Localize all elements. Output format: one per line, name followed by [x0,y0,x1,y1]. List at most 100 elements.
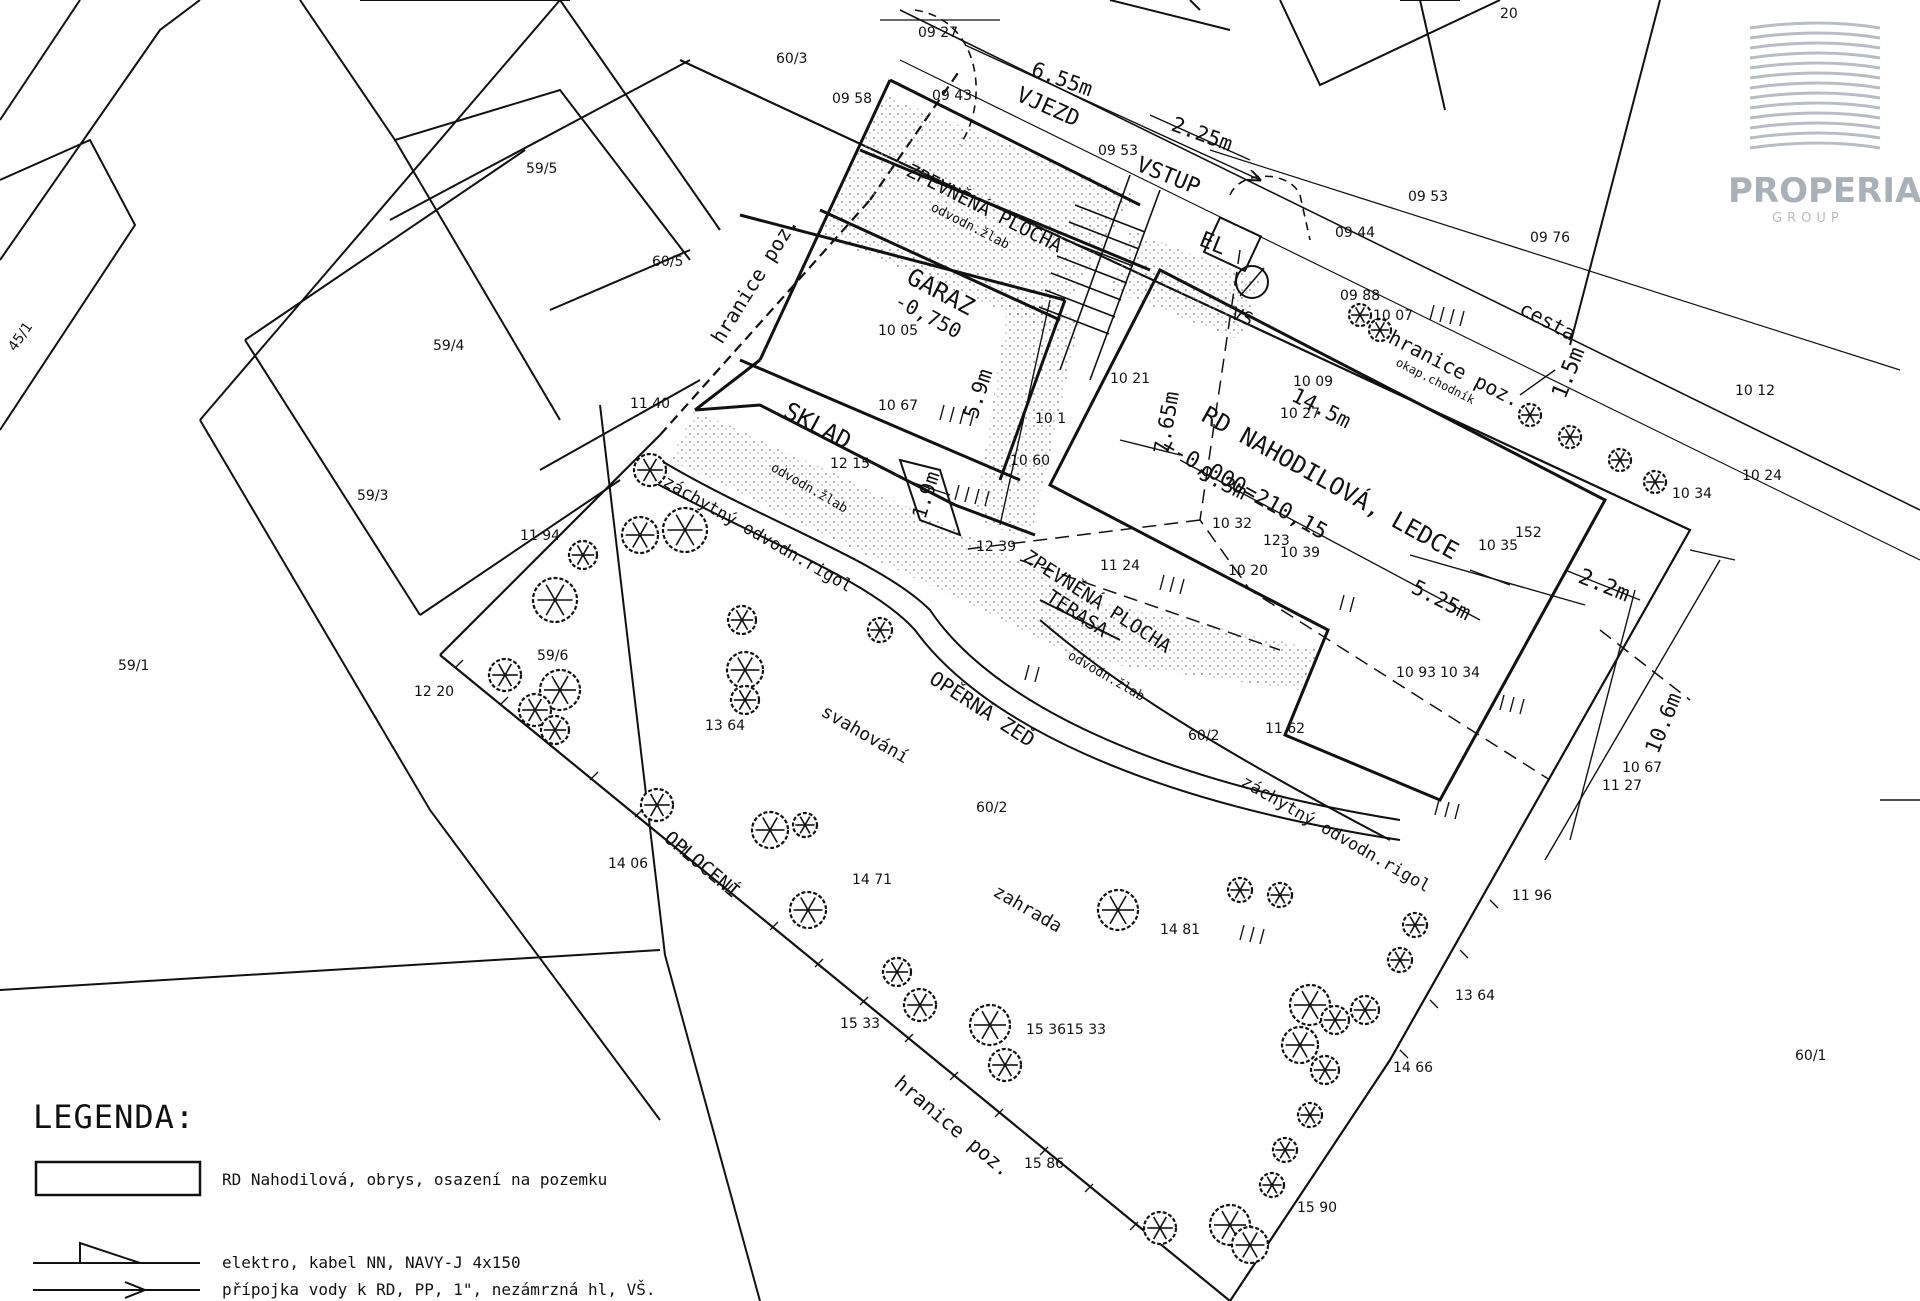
parcel-60-5: 60/5 [652,254,683,270]
tree-icon [517,692,553,728]
parcel-59-6: 59/6 [537,648,569,664]
survey-point-label: 09 53 [1408,189,1448,205]
label-zahrada: zahrada [990,881,1066,937]
survey-point-label: 15 36 [1026,1022,1066,1038]
tree-icon [750,810,790,850]
label-vstup: VSTUP [1133,152,1204,200]
survey-point-label: 11 27 [1602,778,1642,794]
tree-icon [1401,911,1429,939]
survey-point-label: 15 33 [1066,1022,1106,1038]
tree-icon [902,987,938,1023]
tree-icon [788,890,828,930]
survey-point-label: 15 33 [840,1016,880,1032]
tree-icon [1226,876,1254,904]
survey-point-label: 12 20 [414,684,454,700]
electric-box [1202,216,1269,299]
fence-marks [454,659,1499,1231]
parcel-59-3: 59/3 [357,488,388,504]
survey-point-label: 10 60 [1010,453,1050,469]
tree-icon [620,515,660,555]
stairs [1038,174,1161,381]
trees [487,302,1668,1265]
label-zachytny-2: záchytný odvodn.rigol [1238,772,1434,897]
parcel-59-1: 59/1 [118,658,149,674]
tree-icon [1642,469,1668,495]
parcel-lines [0,0,1661,1301]
survey-point-label: 10 12 [1735,383,1775,399]
paved-areas [670,95,1320,690]
survey-point-label: 10 39 [1280,545,1320,561]
survey-point-label: 09 53 [1098,143,1138,159]
survey-point-label: 14 71 [852,872,892,888]
survey-point-label: 09 44 [1335,225,1375,241]
properia-logo: PROPERIA GROUP [1728,21,1920,226]
entrance-arcs [914,9,1311,241]
survey-point-label: 10 32 [1212,516,1252,532]
legend-house-swatch [34,1160,202,1197]
tree-icon [1319,1004,1351,1036]
parcel-60-2-b: 60/2 [976,800,1007,816]
parcel-20: 20 [1500,6,1518,22]
survey-point-label: 10 35 [1478,538,1518,554]
tree-icon [487,657,523,693]
parcel-123: 123 [1263,533,1290,549]
house-outline [694,78,1608,802]
legend-item-water: přípojka vody k RD, PP, 1", nezámrzná hl… [222,1280,655,1299]
tree-icon [1230,1225,1270,1265]
survey-point-label: 12 15 [830,456,870,472]
survey-point-label: 10 07 [1373,308,1413,324]
dim-525: 5.25m [1408,575,1475,625]
tree-icon [866,616,894,644]
survey-point-label: 10 34 [1672,486,1712,502]
survey-point-label: 09 88 [1340,288,1380,304]
survey-point-label: 14 81 [1160,922,1200,938]
tree-icon [1607,447,1633,473]
tree-icon [987,1047,1023,1083]
parcel-numbers: 60/3 20 59/5 60/5 45/1 59/4 59/3 59/1 59… [5,6,1826,1064]
tree-icon [661,506,709,554]
parcel-60-3: 60/3 [776,51,807,67]
tree-icon [632,452,668,488]
tree-icon [1142,1210,1178,1246]
label-hranice-3: hranice poz. [890,1070,1016,1181]
tree-icon [881,956,913,988]
survey-point-label: 11 94 [520,528,560,544]
survey-point-label: 10 27 [1280,406,1320,422]
legend-electro-symbol [33,1241,200,1264]
survey-point-label: 10 93 [1396,665,1436,681]
tree-icon [531,576,579,624]
label-svahovani: svahování [818,701,913,768]
dimension-lines [904,44,1920,861]
label-cesta: cesta [1516,296,1580,345]
retaining-wall [649,459,1401,841]
survey-point-label: 10 24 [1742,468,1782,484]
tree-icon [1349,994,1381,1026]
parcel-59-4: 59/4 [433,338,465,354]
survey-point-label: 11 96 [1512,888,1552,904]
survey-point-label: 11 62 [1265,721,1305,737]
survey-point-label: 15 90 [1297,1200,1337,1216]
parcel-59-5: 59/5 [526,161,557,177]
survey-point-label: 14 66 [1393,1060,1433,1076]
parcel-45-1: 45/1 [5,319,36,354]
legend-item-electro: elektro, kabel NN, NAVY-J 4x150 [222,1253,521,1272]
logo-stripes-icon [1749,21,1881,150]
survey-point-label: 10 1 [1035,411,1066,427]
survey-point-label: 10 67 [1622,760,1662,776]
logo-group: GROUP [1772,211,1844,226]
survey-point-label: 10 34 [1440,665,1480,681]
tree-icon [1266,881,1294,909]
label-operna-zed: OPĚRNÁ ZEĎ [925,666,1039,752]
tree-icon [1258,1171,1286,1199]
tree-icon [1096,888,1140,932]
logo-name: PROPERIA [1728,171,1920,211]
utility-lines [959,249,1691,781]
tree-icon [538,668,582,712]
dim-19: 1.9m [907,468,945,521]
label-hranice-1: hranice poz. [706,212,803,347]
legend-title: LEGENDA: [33,1098,195,1136]
tree-icon [639,787,675,823]
tree-icon [567,539,599,571]
label-el: EL [1196,227,1230,260]
